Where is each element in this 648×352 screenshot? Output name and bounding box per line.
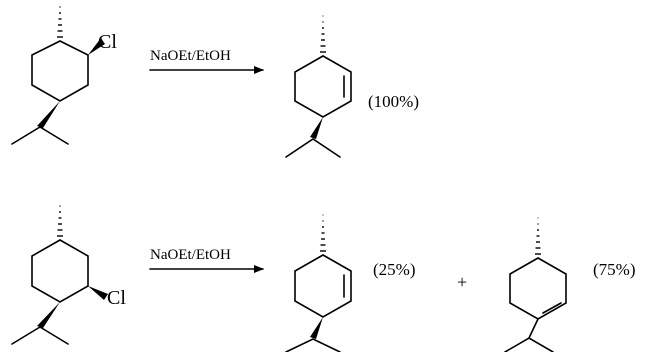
reactant-2-structure <box>11 205 108 345</box>
hashed-methyl-bond <box>320 15 326 53</box>
wedge-bond-cl <box>88 38 105 55</box>
product-2b-structure <box>504 217 567 352</box>
hashed-methyl-bond <box>57 205 63 237</box>
chlorine-label-1: Cl <box>98 31 117 53</box>
double-bond-line <box>542 302 562 314</box>
product-1-structure <box>285 15 352 158</box>
yield-label-1: (100%) <box>368 92 419 111</box>
product-2a-structure <box>285 214 352 352</box>
reactant-1-structure <box>11 6 105 145</box>
yield-label-2a: (25%) <box>373 260 415 279</box>
wedge-bond-isopropyl <box>37 101 60 128</box>
wedge-bond-cl <box>88 286 108 300</box>
wedge-bond-isopropyl <box>310 317 323 339</box>
reagent-label-1: NaOEt/EtOH <box>150 48 231 64</box>
wedge-bond-isopropyl <box>37 302 60 328</box>
reaction-2: Cl NaOEt/EtOH (25%) + <box>11 205 635 352</box>
wedge-bond-isopropyl <box>310 117 323 139</box>
reaction-1: Cl NaOEt/EtOH (100%) <box>11 6 419 158</box>
reagent-label-2: NaOEt/EtOH <box>150 247 231 263</box>
chlorine-label-2: Cl <box>107 287 126 309</box>
yield-label-2b: (75%) <box>593 260 635 279</box>
hashed-methyl-bond <box>320 214 326 252</box>
plus-sign: + <box>457 272 467 292</box>
hashed-methyl-bond <box>57 6 63 38</box>
hashed-methyl-bond <box>535 217 541 255</box>
